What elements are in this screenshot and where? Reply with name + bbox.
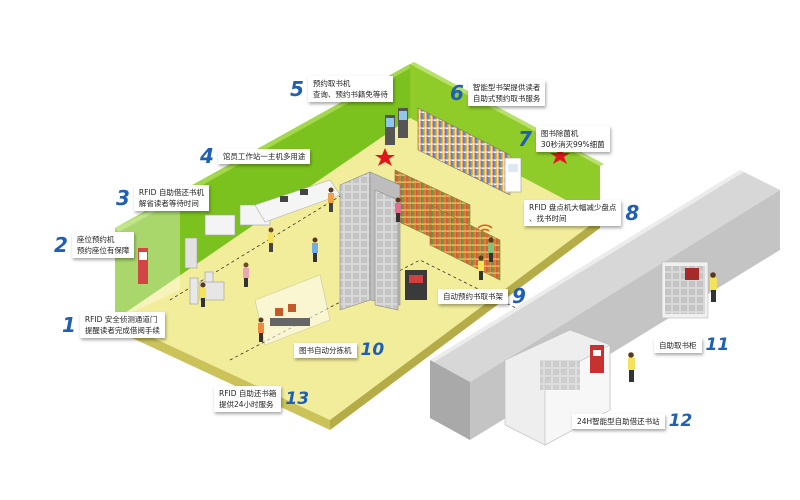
sterilizer-star-icon: [375, 146, 570, 166]
callout-label: 座位预约机 预约座位有保障: [71, 232, 135, 258]
callout-label: 自助取书柜: [654, 338, 702, 353]
callout-7: 7 图书除菌机 30秒消灭99%细菌: [518, 126, 610, 152]
callout-9: 自动预约书取书架 9: [438, 286, 526, 306]
right-wall: [410, 64, 600, 218]
outdoor-wall: [430, 170, 780, 382]
callout-label: 24H智能型自助借还书站: [572, 414, 665, 429]
callout-10: 图书自动分拣机 10: [294, 342, 384, 359]
callout-label: RFID 自助还书箱 提供24小时服务: [214, 386, 282, 412]
callout-number: 12: [668, 411, 693, 431]
floor-front-edge-right: [330, 218, 600, 430]
callout-number: 4: [200, 144, 214, 168]
seat-kiosk: [138, 248, 148, 284]
callout-2: 2 座位预约机 预约座位有保障: [54, 232, 135, 258]
callout-number: 3: [116, 186, 130, 210]
callout-number: 6: [450, 81, 464, 105]
callout-label: 馆员工作站一主机多用途: [217, 148, 311, 164]
reservation-machine: [385, 115, 395, 145]
callout-1: 1 RFID 安全侦测通道门 提醒读者完成借阅手续: [62, 312, 165, 338]
book-sterilizer: [504, 157, 522, 193]
callout-8: RFID 盘点机大幅减少盘点 、找书时间 8: [524, 200, 639, 226]
callout-label: 智能型书架提供读者 自助式预约取书服务: [467, 80, 546, 106]
callout-number: 8: [625, 201, 640, 225]
callout-4: 4 馆员工作站一主机多用途: [200, 144, 311, 168]
callout-number: 2: [54, 233, 68, 257]
callout-5: 5 预约取书机 查询、预约书籍免等待: [290, 76, 393, 102]
wall-bookshelf: [417, 107, 511, 196]
person-figures: [200, 187, 494, 342]
callout-number: 13: [285, 388, 310, 409]
callout-number: 11: [705, 335, 730, 355]
callout-11: 自助取书柜 11: [654, 337, 729, 354]
callout-number: 5: [290, 77, 304, 101]
rfid-gate: [189, 277, 199, 305]
callout-label: RFID 盘点机大幅减少盘点 、找书时间: [524, 200, 622, 226]
callout-number: 9: [512, 284, 526, 308]
callout-12: 24H智能型自助借还书站 12: [572, 413, 692, 430]
callout-number: 7: [518, 127, 532, 151]
callout-number: 10: [360, 340, 385, 360]
callout-label: 图书除菌机 30秒消灭99%细菌: [535, 126, 610, 152]
wifi-signal-icon: [477, 224, 493, 237]
callout-13: RFID 自助还书箱 提供24小时服务 13: [214, 386, 309, 412]
callout-6: 6 智能型书架提供读者 自助式预约取书服务: [450, 80, 546, 106]
callout-label: 自动预约书取书架: [438, 288, 508, 304]
callout-label: 图书自动分拣机: [294, 343, 357, 358]
reservation-shelf: [339, 171, 371, 311]
callout-label: RFID 自助借还书机 解省读者等待时间: [133, 185, 209, 211]
callout-label: RFID 安全侦测通道门 提醒读者完成借阅手续: [79, 312, 165, 338]
self-check-machine: [184, 237, 198, 269]
callout-number: 1: [62, 313, 76, 337]
callout-3: 3 RFID 自助借还书机 解省读者等待时间: [116, 185, 209, 211]
callout-label: 预约取书机 查询、预约书籍免等待: [307, 76, 393, 102]
